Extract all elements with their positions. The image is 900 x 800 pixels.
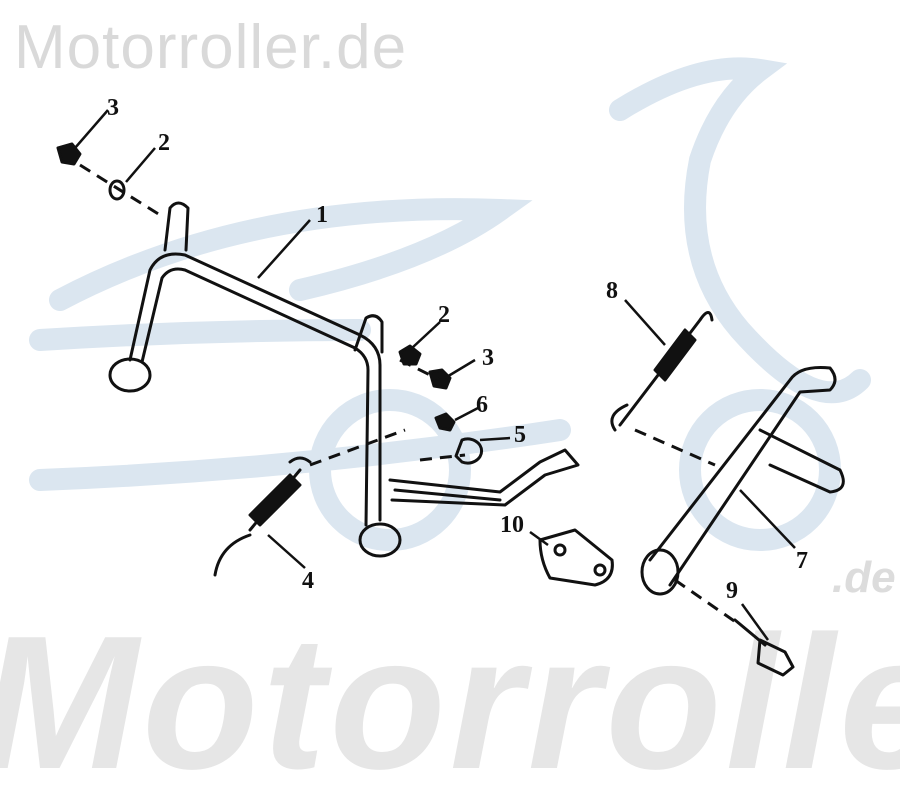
callout-2: 2 [158, 130, 170, 156]
callout-1: 1 [316, 202, 328, 228]
callout-4: 4 [302, 568, 314, 594]
plate [538, 528, 614, 587]
leader-lines [74, 109, 796, 641]
main-stand [128, 252, 382, 522]
callout-6: 6 [476, 392, 488, 418]
watermark-bottom: Motorroller [0, 597, 900, 800]
callout-labels: 1 2 3 2 3 4 5 6 7 8 9 10 [107, 95, 808, 604]
callout-10: 10 [500, 512, 524, 538]
watermark-top: Motorroller.de [14, 13, 408, 82]
callout-3: 3 [107, 95, 119, 121]
callout-9: 9 [726, 578, 738, 604]
callout-3-lower: 3 [482, 345, 494, 371]
assembly-lines [79, 163, 741, 627]
stand-parts [56, 142, 845, 677]
callout-2-lower: 2 [438, 302, 450, 328]
watermark-suffix: .de [832, 553, 896, 602]
callout-5: 5 [514, 422, 526, 448]
callout-7: 7 [796, 548, 808, 574]
callout-8: 8 [606, 278, 618, 304]
side-stand [648, 366, 837, 587]
